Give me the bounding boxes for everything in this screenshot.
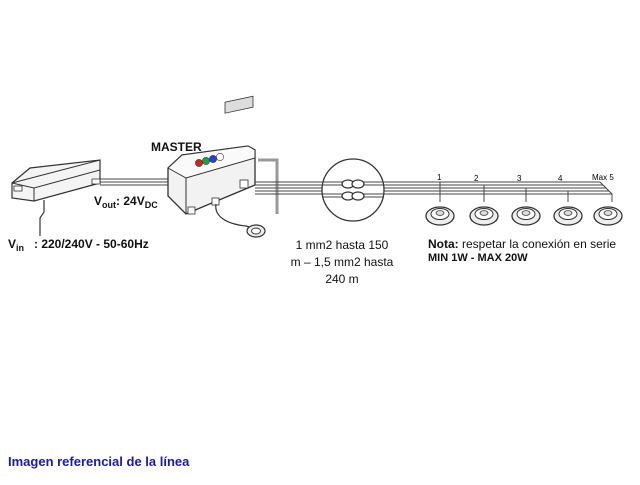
caption: Imagen referencial de la línea [8, 454, 190, 469]
cable-note-line: 1 mm2 hasta 150 [295, 238, 389, 252]
master-label: MASTER [151, 140, 202, 154]
light-label-3: 3 [517, 174, 522, 183]
white-led-icon [216, 153, 224, 161]
cable-note-line: 240 m [325, 272, 359, 286]
vin-label: Vin [8, 237, 25, 253]
master-controller [167, 95, 256, 215]
cable-note-line: m – 1,5 mm2 hasta [290, 255, 394, 269]
series-note: Nota: respetar la conexión en serie [428, 237, 617, 251]
light-label-2: 2 [474, 174, 479, 183]
sensor-icon [246, 224, 266, 238]
light-label-4: 4 [558, 174, 563, 183]
output-wire [100, 178, 170, 186]
power-supply [11, 159, 101, 202]
light-drops [439, 181, 613, 202]
bracket [258, 158, 279, 214]
downlight-4-icon [553, 206, 583, 226]
input-wire [39, 200, 45, 236]
downlight-2-icon [469, 206, 499, 226]
cable-section-icon [321, 158, 385, 222]
bus-wires [255, 181, 612, 195]
downlight-3-icon [511, 206, 541, 226]
light-label-5: Max 5 [592, 173, 614, 182]
downlight-1-icon [425, 206, 455, 226]
light-label-1: 1 [437, 173, 442, 182]
green-led-icon [202, 157, 210, 165]
cable-note: 1 mm2 hasta 150 m – 1,5 mm2 hasta 240 m [282, 237, 402, 288]
sensor-cable [215, 203, 253, 229]
vout-label: Vout: 24VDC [94, 194, 158, 210]
power-range: MIN 1W - MAX 20W [428, 252, 528, 264]
red-led-icon [195, 159, 203, 167]
blue-led-icon [209, 155, 217, 163]
downlight-5-icon [593, 206, 623, 226]
vin-value: : 220/240V - 50-60Hz [34, 237, 149, 251]
